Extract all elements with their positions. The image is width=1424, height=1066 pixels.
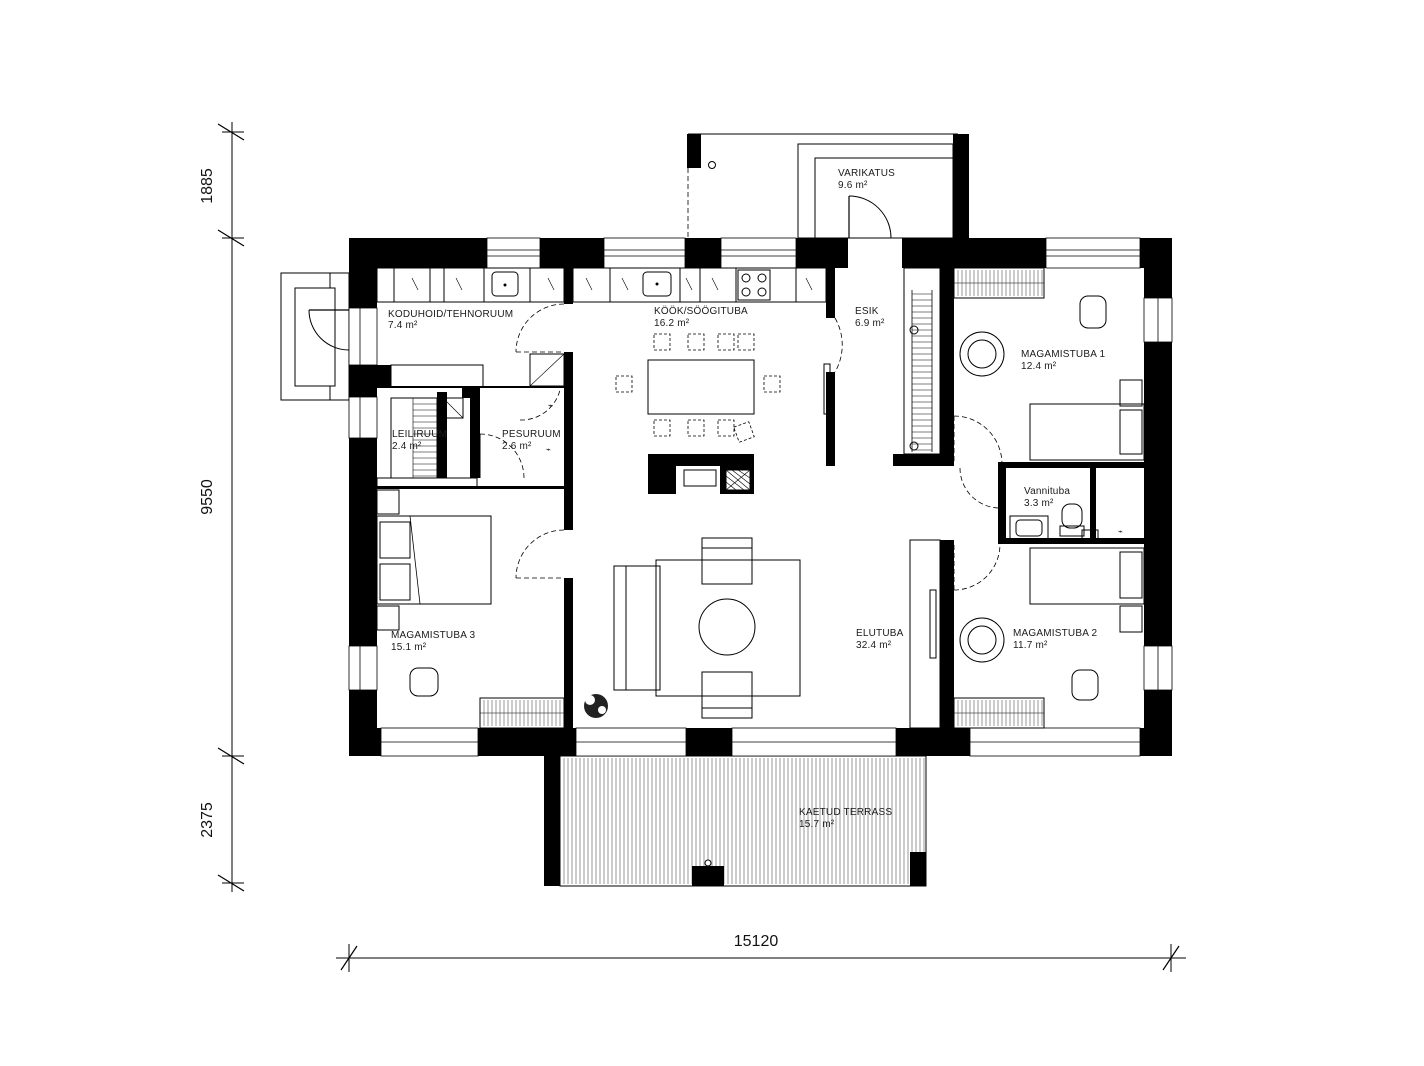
outer-walls <box>349 238 1172 756</box>
room-area-mag3: 15.1 m² <box>391 642 427 653</box>
room-area-elutuba: 32.4 m² <box>856 640 892 651</box>
room-area-vanni: 3.3 m² <box>1024 498 1054 509</box>
dining-table <box>615 333 781 443</box>
room-area-terrass: 15.7 m² <box>799 819 835 830</box>
room-area-kook: 16.2 m² <box>654 318 690 329</box>
bedroom-3-furniture <box>376 489 565 729</box>
side-porch <box>280 272 350 401</box>
bedroom-1-furniture <box>953 267 1145 461</box>
room-name-kodu: KODUHOID/TEHNORUUM <box>388 309 513 320</box>
kitchen-counters <box>376 267 827 303</box>
room-name-varikatus: VARIKATUS <box>838 168 895 179</box>
room-area-mag1: 12.4 m² <box>1021 361 1057 372</box>
room-area-varikatus: 9.6 m² <box>838 180 868 191</box>
dim-height-bottom: 2375 <box>199 802 216 838</box>
room-name-esik: ESIK <box>855 306 879 317</box>
room-name-mag3: MAGAMISTUBA 3 <box>391 630 476 641</box>
room-name-kook: KÖÖK/SÖÖGITUBA <box>654 305 748 317</box>
dim-height-main: 9550 <box>199 479 216 515</box>
room-area-esik: 6.9 m² <box>855 318 885 329</box>
room-name-leili: LEILIRUUM <box>392 429 447 440</box>
doors <box>479 303 1003 591</box>
living-furniture <box>584 537 801 719</box>
room-name-terrass: KAETUD TERRASS <box>799 807 892 818</box>
dimension-lines <box>217 122 1186 972</box>
terrace <box>544 755 927 887</box>
bedroom-2-furniture <box>953 547 1145 729</box>
room-area-mag2: 11.7 m² <box>1013 640 1048 651</box>
room-area-leili: 2.4 m² <box>392 441 422 452</box>
svg-text:⌁: ⌁ <box>1118 527 1123 536</box>
room-name-mag2: MAGAMISTUBA 2 <box>1013 628 1098 639</box>
room-name-pesu: PESURUUM <box>502 429 561 440</box>
room-area-kodu: 7.4 m² <box>388 320 418 331</box>
room-name-vanni: Vannituba <box>1024 486 1070 497</box>
room-area-pesu: 2.6 m² <box>502 441 532 452</box>
windows <box>348 237 1173 757</box>
bath-fixtures: ⌁ ⌁ ⌁ <box>375 353 1123 541</box>
dim-height-top: 1885 <box>199 168 216 204</box>
room-name-mag1: MAGAMISTUBA 1 <box>1021 349 1106 360</box>
esik-wardrobe <box>823 267 941 659</box>
room-labels: KODUHOID/TEHNORUUM 7.4 m² KÖÖK/SÖÖGITUBA… <box>388 168 1106 830</box>
room-name-elutuba: ELUTUBA <box>856 628 904 639</box>
carport <box>687 133 969 239</box>
svg-text:⌁: ⌁ <box>548 401 553 410</box>
fireplace <box>648 454 754 494</box>
dim-width: 15120 <box>734 933 779 950</box>
interior-walls <box>376 268 1144 729</box>
svg-text:⌁: ⌁ <box>546 445 551 454</box>
